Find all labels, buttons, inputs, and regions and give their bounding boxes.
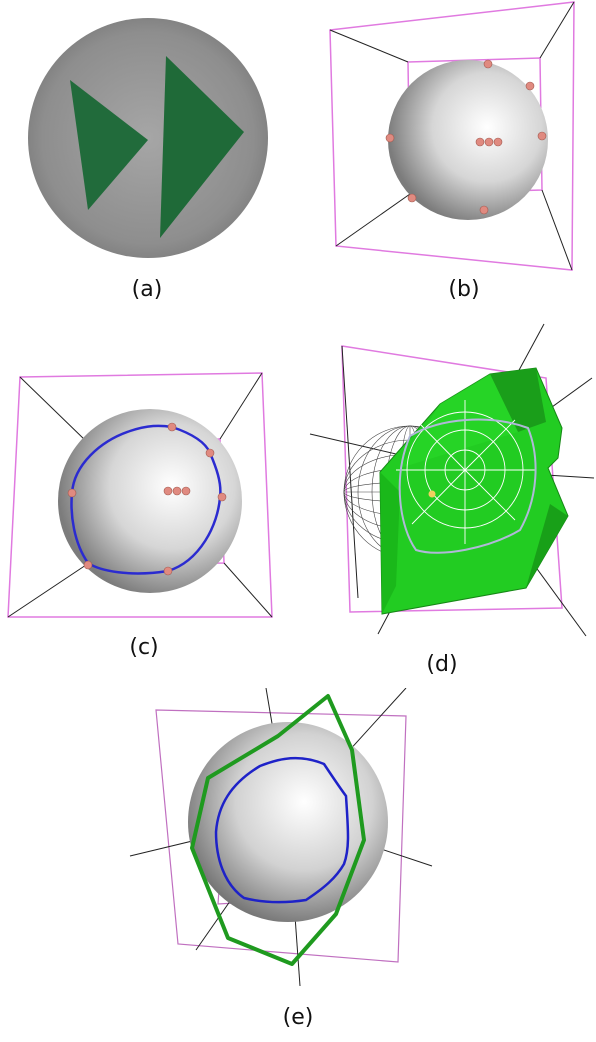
triangle-left: [70, 80, 148, 210]
caption-a: (a): [131, 277, 163, 302]
sphere: [388, 60, 548, 220]
blue-curve: [214, 756, 350, 904]
panel-a-graphic: [28, 18, 268, 258]
green-patch: [379, 367, 569, 615]
patch-outline: [398, 418, 537, 554]
panel-d-graphic: [309, 323, 595, 637]
triangle-right: [160, 56, 244, 238]
caption-c: (c): [129, 635, 159, 660]
rays: [329, 1, 575, 271]
panel-e: [120, 688, 450, 988]
frame: [341, 345, 563, 613]
caption-b: (b): [448, 277, 480, 302]
control-points: [385, 59, 547, 215]
panel-c-graphic: [7, 372, 273, 618]
panel-a: [8, 12, 288, 262]
caption-d: (d): [426, 652, 458, 677]
panel-b-graphic: [329, 1, 575, 271]
caption-e: (e): [282, 1005, 314, 1030]
control-points: [67, 422, 227, 576]
patch-grid: [396, 400, 535, 544]
panel-d: [300, 318, 596, 648]
panel-e-graphic: [129, 688, 433, 987]
blue-curve: [70, 424, 222, 575]
panel-b: [318, 0, 596, 280]
green-polygon: [190, 694, 366, 966]
sphere: [58, 409, 242, 593]
panel-c: [0, 365, 275, 625]
control-point: [428, 490, 436, 498]
rays: [7, 372, 273, 618]
